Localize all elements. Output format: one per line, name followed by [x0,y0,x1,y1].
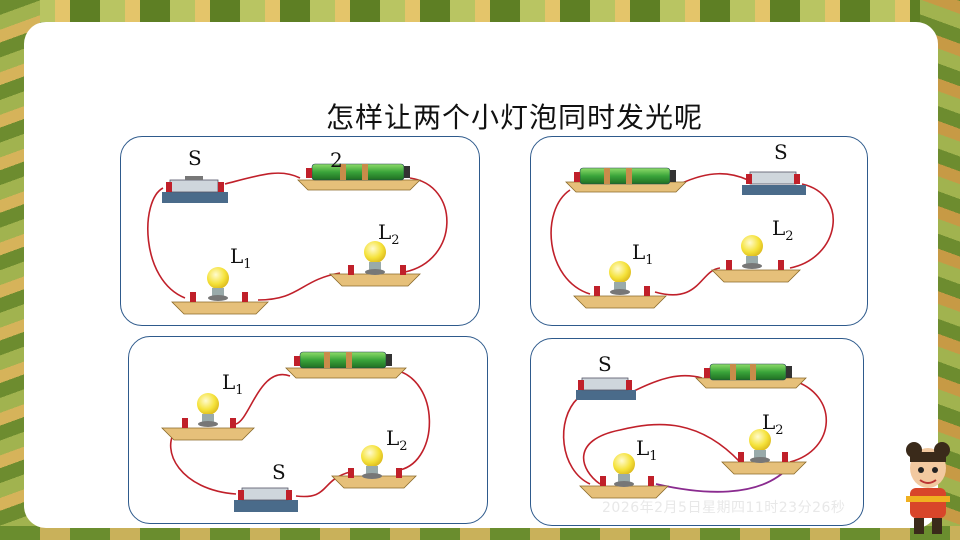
bulb-icon [161,393,255,441]
switch-label: S [272,460,286,484]
bulb-l2-label: L2 [378,220,400,248]
circuit-bottom-left [161,351,431,512]
timestamp-watermark: 2026年2月5日星期四11时23分26秒 [602,500,846,516]
circuit-panel-top-right [530,136,868,326]
circuit-bottom-right [562,363,828,499]
switch-icon [234,487,298,512]
circuit-top-right [550,167,834,309]
bulb-l1-label: L1 [636,436,658,464]
switch-label: S [774,140,788,164]
battery-label: 2 [330,148,343,172]
switch-label: S [598,352,612,376]
background-bottom-border [0,526,960,540]
switch-label: S [188,146,202,170]
circuit-panel-top-left [120,136,480,326]
switch-icon [576,377,636,400]
slide-title: 怎样让两个小灯泡同时发光呢 [326,101,704,134]
bulb-l2-label: L2 [762,410,784,438]
bulb-l1-label: L1 [230,244,252,272]
bulb-icon [579,453,669,499]
bulb-icon [331,445,417,489]
circuit-top-left [147,163,448,315]
mascot-character-icon [906,442,950,534]
bulb-l1-label: L1 [632,240,654,268]
battery-icon [297,163,421,191]
bulb-l2-label: L2 [386,426,408,454]
bulb-icon [171,267,269,315]
switch-icon [742,171,806,195]
bulb-icon [573,261,667,309]
bulb-icon [329,241,421,287]
bulb-l1-label: L1 [222,370,244,398]
background-top-border [0,0,960,22]
battery-icon [695,363,807,389]
battery-icon [285,351,407,379]
bulb-icon [721,429,807,475]
bulb-icon [711,235,801,283]
bulb-l2-label: L2 [772,216,794,244]
battery-icon [565,167,687,193]
switch-icon [162,176,228,203]
